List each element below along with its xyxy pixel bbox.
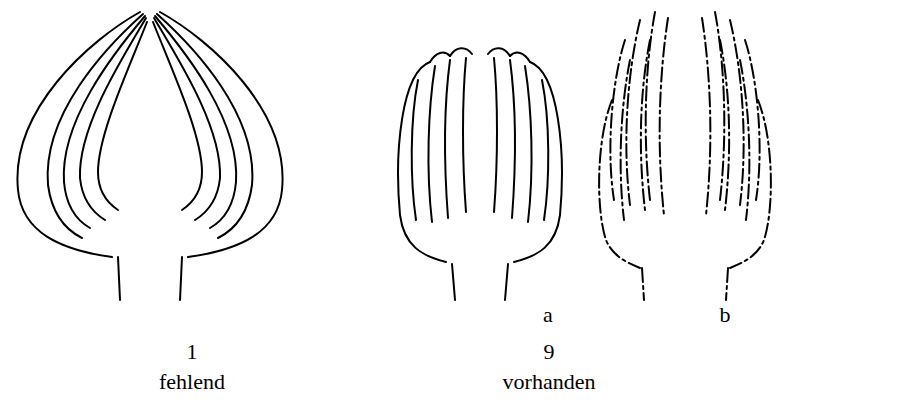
note-label: vorhanden [503,370,596,394]
note-number: 9 [544,340,555,364]
figure-letter: a [543,303,553,327]
figure-letter: b [720,303,731,327]
note-number: 1 [187,340,198,364]
note-label: fehlend [159,370,225,394]
